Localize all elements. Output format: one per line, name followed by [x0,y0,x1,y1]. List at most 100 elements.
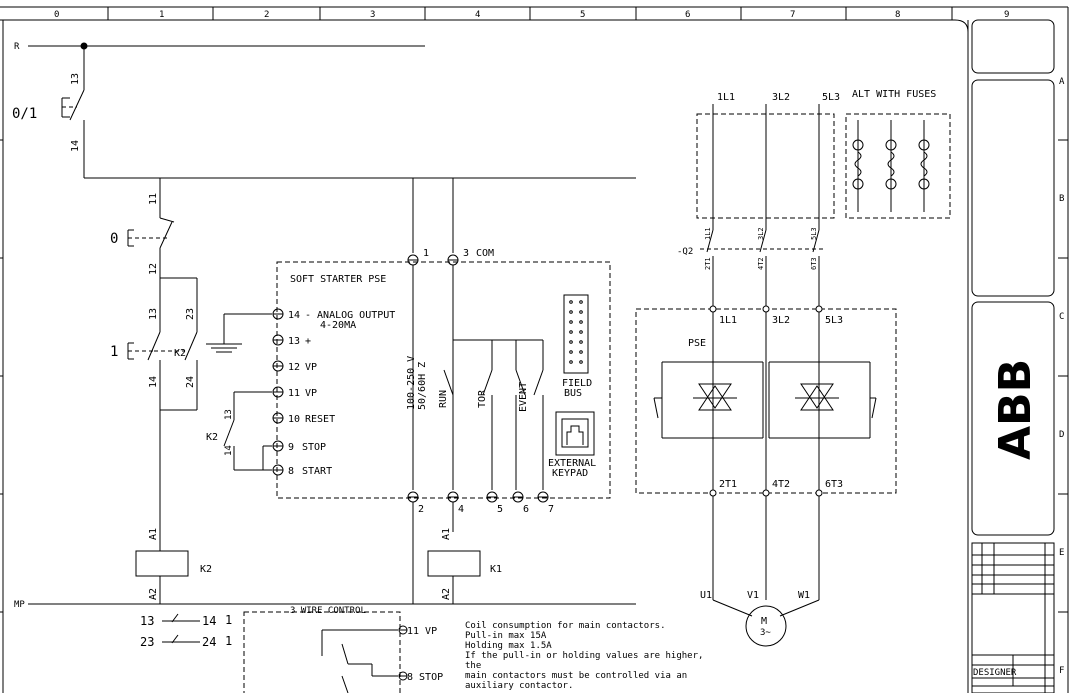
rail-r-label: R [14,42,20,52]
terminal-strip [272,308,284,476]
phase-label: 1L1 [717,92,735,103]
note-line: Pull-in max 15A [465,631,547,641]
contact-number: 11 [148,193,159,205]
terminal-labels: 14 - ANALOG OUTPUT 4-20MA 13 + 12 VP 11 … [288,310,395,477]
three-wire-stop: 8 STOP [407,672,443,683]
fuse-icons [852,120,930,212]
column-label: 2 [264,10,269,20]
terminal-label: + [305,336,311,347]
relay-run-label: RUN [438,390,449,408]
terminal-label: - ANALOG OUTPUT [305,310,395,321]
phase-lines [712,104,820,600]
fuses-label: ALT WITH FUSES [852,89,936,100]
three-wire-vp: 11 VP [407,626,437,637]
row-label: F [1059,666,1064,676]
row-label: D [1059,430,1064,440]
k1-coil [427,550,481,604]
contact-ref-page: 1 [225,634,232,648]
fieldbus-label: FIELD [562,378,592,389]
pse-in-label: 1L1 [719,315,737,326]
terminal-number: 13 [288,336,300,347]
motor-phase-label: 3~ [760,628,771,638]
motor-terminal: U1 [700,590,712,601]
column-label: 1 [159,10,164,20]
start-switch-1-label: 1 [110,344,118,360]
contact-ref-number: 24 [202,635,216,649]
k2-start-contact [223,391,272,471]
terminal-number: 11 [288,388,300,399]
coil-terminal: A2 [441,588,452,600]
keypad-connector-icon [555,411,595,456]
terminal-label: RESET [305,414,335,425]
pse-out-label: 2T1 [719,479,737,490]
keypad-label: EXTERNAL [548,458,596,469]
coil-note: Coil consumption for main contactors. Pu… [465,621,703,691]
k2-aux-label: K2 [174,348,186,359]
contact-number: 13 [148,308,159,320]
fieldbus-connector-icon [563,294,589,374]
contact-ref-number: 23 [140,635,154,649]
terminal-number: 10 [288,414,300,425]
switch-0-1-label: 0/1 [12,106,37,122]
column-label: 9 [1004,10,1009,20]
note-line: the [465,661,481,671]
supply-labels: 1 3 COM 100-250 V 50/60H Z RUN TOR EVENT… [406,248,554,515]
phase-in-labels: 1L1 3L2 5L3 ALT WITH FUSES [717,89,936,103]
q2-terminal: 3L2 [757,227,765,240]
supply-voltage: 100-250 V [406,356,417,410]
terminal-label: VP [305,388,317,399]
contact-reference [162,613,200,644]
rail-r [28,42,425,50]
note-line: If the pull-in or holding values are hig… [465,651,703,661]
terminal-number: 6 [523,504,529,515]
contact-number: 14 [224,445,234,456]
contact-number: 13 [70,73,81,85]
terminal-3-label: 3 [463,248,469,259]
relay-event-label: EVENT [518,382,529,412]
terminal-sublabel: 4-20MA [320,320,356,331]
motor-terminal: W1 [798,590,810,601]
drawing-frame [0,6,1069,693]
thyristor-icon [653,361,764,439]
contact-ref-number: 13 [140,614,154,628]
q2-breaker [700,229,826,272]
row-label: B [1059,194,1064,204]
stop-switch-0-label: 0 [110,231,118,247]
q2-terminal: 2T1 [704,257,712,270]
q2-label: -Q2 [677,247,693,257]
terminal-number: 8 [288,466,294,477]
rail-mp-label: MP [14,600,25,610]
k2-coil [135,532,189,604]
note-line: auxiliary contactor. [465,681,573,691]
abb-logo: ABB [990,359,1041,460]
supply-frequency: 50/60H Z [417,362,428,410]
column-label: 8 [895,10,900,20]
note-line: main contactors must be controlled via a… [465,671,687,681]
pse-in-label: 5L3 [825,315,843,326]
contact-number: 12 [148,263,159,275]
column-labels: 0 1 2 3 4 5 6 7 8 9 [54,10,1009,20]
pse-out-label: 4T2 [772,479,790,490]
contact-number: 13 [224,409,234,420]
thyristor-icon [768,361,877,439]
terminal-number: 9 [288,442,294,453]
pse-labels: 1L1 3L2 5L3 PSE 2T1 4T2 6T3 [688,315,843,490]
title-block [971,19,1055,693]
terminal-label: STOP [302,442,326,453]
terminal-number: 4 [458,504,464,515]
k2-coil-label: K2 [200,564,212,575]
mcb-box [696,113,835,219]
q2-terminal: 5L3 [810,227,818,240]
contact-ref-number: 14 [202,614,216,628]
designer-label: DESIGNER [973,668,1017,678]
terminal-number: 12 [288,362,300,373]
column-label: 5 [580,10,585,20]
column-label: 4 [475,10,480,20]
contact-number: 23 [185,308,196,320]
keypad-label: KEYPAD [552,468,588,479]
pse-label: PSE [688,338,706,349]
pse-in-label: 3L2 [772,315,790,326]
soft-starter-box [276,261,611,499]
column-label: 3 [370,10,375,20]
